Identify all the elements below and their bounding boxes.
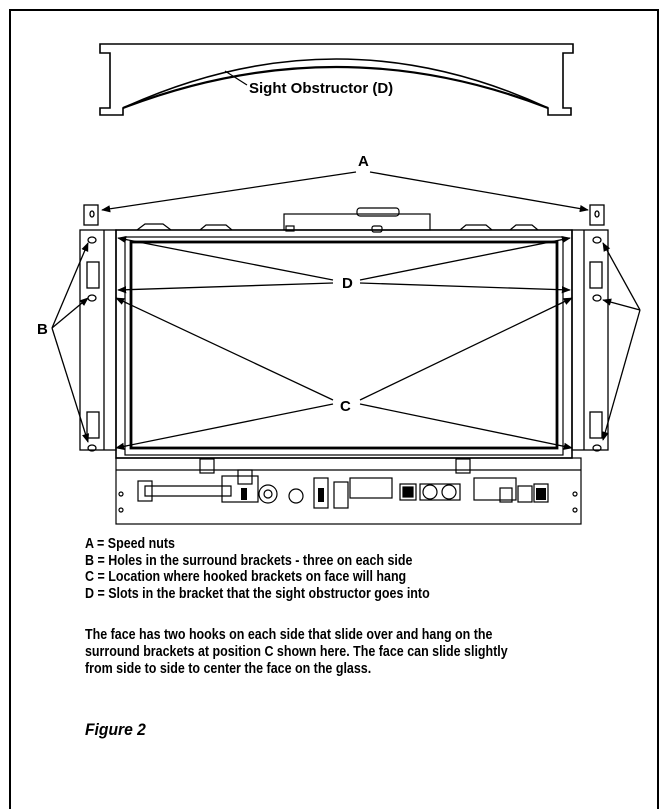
left-bracket [79, 204, 117, 452]
label-a: A [358, 153, 369, 170]
label-b: B [37, 321, 48, 338]
unit-top [136, 207, 539, 233]
legend: A = Speed nuts B = Holes in the surround… [85, 536, 430, 602]
right-bracket [571, 204, 609, 452]
label-d: D [342, 275, 353, 292]
control-dark-parts [241, 488, 546, 502]
description-line: surround brackets at position C shown he… [85, 644, 508, 660]
legend-item-d: D = Slots in the bracket that the sight … [85, 585, 430, 602]
description-line: from side to side to center the face on … [85, 661, 372, 677]
page-border [9, 9, 659, 809]
legend-item-b: B = Holes in the surround brackets - thr… [85, 552, 413, 569]
arrows-d [117, 235, 571, 294]
arrows-c [115, 297, 573, 450]
description-paragraph: The face has two hooks on each side that… [85, 627, 508, 678]
label-c: C [340, 398, 351, 415]
legend-item-a: A = Speed nuts [85, 536, 175, 552]
sight-obstructor [99, 43, 574, 116]
description-line: The face has two hooks on each side that… [85, 627, 493, 643]
firebox-glass [115, 229, 573, 459]
figure-caption: Figure 2 [85, 720, 146, 739]
arrows-b [51, 242, 641, 443]
fireplace-surround-diagram: Sight Obstructor (D) A [37, 43, 641, 525]
obstructor-leader-line [224, 70, 248, 86]
arrows-a [101, 171, 589, 213]
control-area [115, 457, 582, 525]
legend-item-c: C = Location where hooked brackets on fa… [85, 569, 407, 585]
sight-obstructor-label: Sight Obstructor (D) [249, 80, 393, 97]
